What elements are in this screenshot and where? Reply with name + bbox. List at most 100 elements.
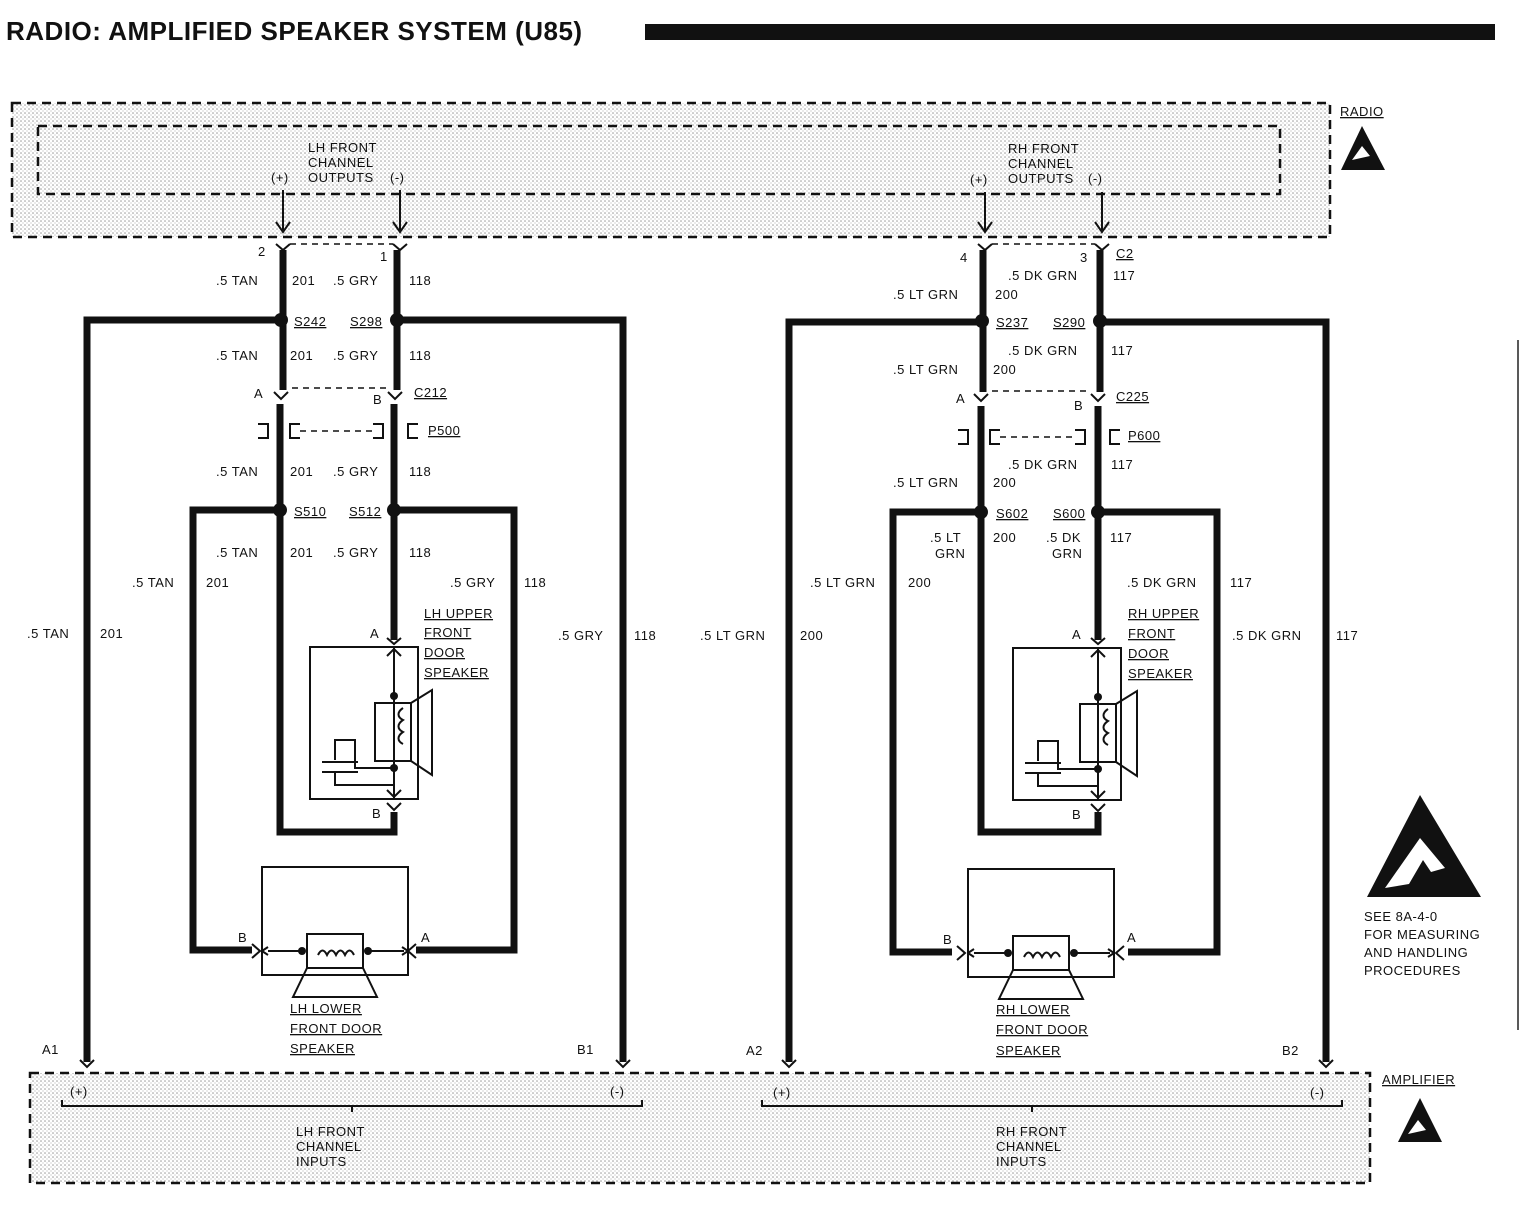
svg-text:.5 DK GRN: .5 DK GRN [1127, 575, 1197, 590]
lh-lower-speaker: B A LH LOWER FRONT DOOR SPEAKER [238, 866, 430, 1056]
svg-text:201: 201 [290, 545, 313, 560]
esd-warning-icon [1398, 1098, 1442, 1142]
svg-text:B: B [238, 930, 247, 945]
radio-block: RADIO [10, 101, 1385, 239]
svg-text:.5 LT GRN: .5 LT GRN [893, 475, 958, 490]
svg-text:.5 GRY: .5 GRY [450, 575, 495, 590]
svg-text:.5 TAN: .5 TAN [216, 348, 258, 363]
svg-text:.5 GRY: .5 GRY [333, 545, 378, 560]
svg-text:FOR MEASURING: FOR MEASURING [1364, 927, 1480, 942]
svg-text:A: A [1127, 930, 1136, 945]
svg-text:DOOR: DOOR [424, 645, 465, 660]
svg-text:SPEAKER: SPEAKER [424, 665, 489, 680]
svg-text:(-): (-) [610, 1084, 625, 1099]
svg-text:INPUTS: INPUTS [996, 1154, 1047, 1169]
svg-text:B1: B1 [577, 1042, 594, 1057]
svg-text:.5 TAN: .5 TAN [216, 545, 258, 560]
svg-text:.5 DK GRN: .5 DK GRN [1232, 628, 1302, 643]
rh-radio-outputs: RH FRONT CHANNEL OUTPUTS (+) (-) [970, 141, 1103, 187]
svg-text:P500: P500 [428, 423, 460, 438]
svg-text:.5 GRY: .5 GRY [333, 464, 378, 479]
svg-text:LH UPPER: LH UPPER [424, 606, 493, 621]
rh-circuit: 4 3 C2 S237 S290 S602 S600 A B C225 P600 [700, 243, 1358, 1069]
svg-text:GRN: GRN [1052, 546, 1082, 561]
svg-text:4: 4 [960, 250, 968, 265]
svg-text:.5 DK GRN: .5 DK GRN [1008, 268, 1078, 283]
svg-text:LH FRONT: LH FRONT [308, 140, 377, 155]
rh-lower-speaker: B A RH LOWER FRONT DOOR SPEAKER [943, 868, 1136, 1058]
rh-upper-speaker: A B RH UPPER FRONT DOOR SPEAKER [1012, 606, 1199, 822]
svg-text:201: 201 [206, 575, 229, 590]
svg-text:GRN: GRN [935, 546, 965, 561]
svg-text:FRONT DOOR: FRONT DOOR [290, 1021, 382, 1036]
svg-text:CHANNEL: CHANNEL [296, 1139, 362, 1154]
svg-text:DOOR: DOOR [1128, 646, 1169, 661]
svg-text:117: 117 [1111, 457, 1133, 472]
svg-text:.5 DK GRN: .5 DK GRN [1008, 343, 1078, 358]
lh-circuit: 2 1 S242 S298 S510 S512 A B C212 [27, 243, 656, 1069]
svg-text:PROCEDURES: PROCEDURES [1364, 963, 1461, 978]
svg-text:(-): (-) [390, 170, 405, 185]
svg-text:201: 201 [290, 348, 313, 363]
svg-text:LH LOWER: LH LOWER [290, 1001, 362, 1016]
svg-text:(+): (+) [70, 1084, 88, 1099]
svg-text:FRONT DOOR: FRONT DOOR [996, 1022, 1088, 1037]
svg-text:200: 200 [995, 287, 1018, 302]
svg-text:B2: B2 [1282, 1043, 1299, 1058]
radio-label: RADIO [1340, 104, 1384, 119]
svg-text:.5 GRY: .5 GRY [558, 628, 603, 643]
svg-text:.5 LT GRN: .5 LT GRN [893, 362, 958, 377]
svg-text:SPEAKER: SPEAKER [290, 1041, 355, 1056]
svg-text:FRONT: FRONT [424, 625, 471, 640]
amplifier-label: AMPLIFIER [1382, 1072, 1455, 1087]
amplifier-block: AMPLIFIER (+) (-) LH FRONT CHANNEL INPUT… [28, 1071, 1455, 1185]
svg-text:(-): (-) [1088, 171, 1103, 186]
svg-text:118: 118 [524, 575, 546, 590]
svg-text:201: 201 [100, 626, 123, 641]
svg-text:S600: S600 [1053, 506, 1085, 521]
svg-text:117: 117 [1111, 343, 1133, 358]
svg-text:.5 GRY: .5 GRY [333, 348, 378, 363]
esd-warning-icon [1367, 795, 1481, 897]
svg-text:CHANNEL: CHANNEL [1008, 156, 1074, 171]
svg-text:S298: S298 [350, 314, 382, 329]
svg-text:RH FRONT: RH FRONT [996, 1124, 1067, 1139]
esd-note: SEE 8A-4-0 FOR MEASURING AND HANDLING PR… [1364, 795, 1481, 978]
svg-text:.5 LT: .5 LT [930, 530, 961, 545]
svg-text:(+): (+) [271, 170, 289, 185]
svg-text:A1: A1 [42, 1042, 59, 1057]
svg-text:B: B [943, 932, 952, 947]
svg-text:200: 200 [800, 628, 823, 643]
svg-text:CHANNEL: CHANNEL [996, 1139, 1062, 1154]
svg-text:A: A [1072, 627, 1081, 642]
svg-text:.5 DK: .5 DK [1046, 530, 1081, 545]
page-title: RADIO: AMPLIFIED SPEAKER SYSTEM (U85) [6, 16, 583, 46]
svg-text:.5 TAN: .5 TAN [132, 575, 174, 590]
svg-text:117: 117 [1110, 530, 1132, 545]
svg-text:201: 201 [290, 464, 313, 479]
output-arrows [275, 190, 1110, 234]
svg-text:INPUTS: INPUTS [296, 1154, 347, 1169]
svg-text:.5 TAN: .5 TAN [216, 273, 258, 288]
svg-text:SPEAKER: SPEAKER [996, 1043, 1061, 1058]
svg-text:200: 200 [908, 575, 931, 590]
svg-text:A: A [956, 391, 965, 406]
svg-text:200: 200 [993, 530, 1016, 545]
svg-text:SPEAKER: SPEAKER [1128, 666, 1193, 681]
svg-text:A2: A2 [746, 1043, 763, 1058]
svg-text:.5 GRY: .5 GRY [333, 273, 378, 288]
svg-text:.5 LT GRN: .5 LT GRN [810, 575, 875, 590]
svg-text:B: B [372, 806, 381, 821]
svg-text:117: 117 [1113, 268, 1135, 283]
svg-text:S290: S290 [1053, 315, 1085, 330]
svg-text:C212: C212 [414, 385, 447, 400]
svg-text:200: 200 [993, 475, 1016, 490]
svg-text:B: B [1074, 398, 1083, 413]
svg-text:A: A [421, 930, 430, 945]
svg-text:S237: S237 [996, 315, 1028, 330]
svg-text:CHANNEL: CHANNEL [308, 155, 374, 170]
svg-text:LH FRONT: LH FRONT [296, 1124, 365, 1139]
svg-text:(-): (-) [1310, 1085, 1325, 1100]
svg-text:S242: S242 [294, 314, 326, 329]
